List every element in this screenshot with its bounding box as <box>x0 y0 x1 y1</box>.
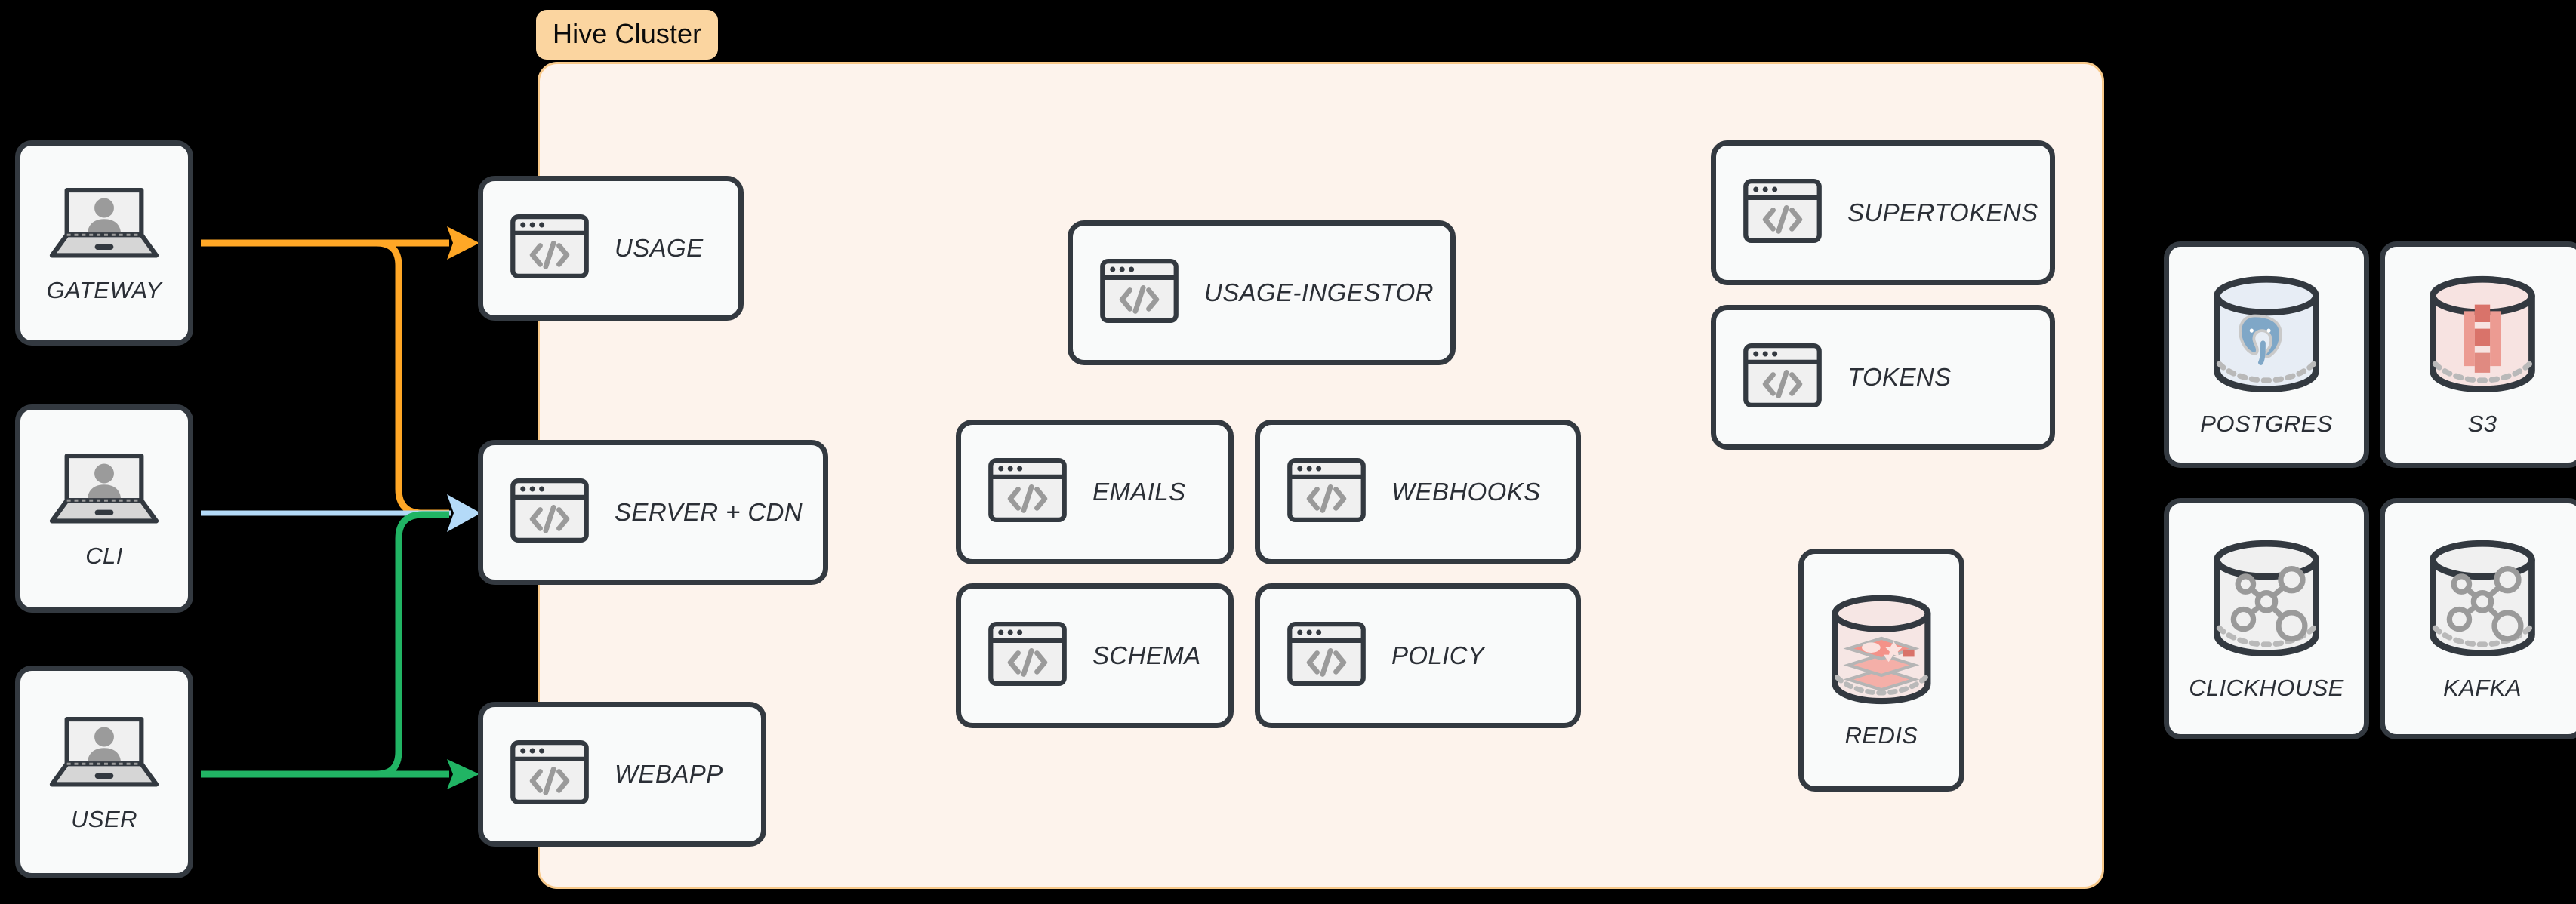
code-window-icon-svg <box>510 214 589 278</box>
datastore-postgres-label: POSTGRES <box>2200 410 2333 437</box>
code-window-icon-svg <box>510 478 589 543</box>
arrowhead-cli-server <box>447 494 481 532</box>
redis-stack-glyph <box>1843 636 1920 692</box>
network-graph-glyph <box>2230 566 2308 642</box>
cluster-service-emails-label: EMAILS <box>1092 478 1186 506</box>
client-cli-label: CLI <box>85 542 123 569</box>
datastore-kafka-label: KAFKA <box>2443 675 2522 701</box>
code-window-icon <box>1743 343 1822 411</box>
code-window-icon <box>510 478 589 546</box>
cluster-service-supertokens-label: SUPERTOKENS <box>1847 198 2038 226</box>
laptop-user-icon-svg <box>49 453 159 523</box>
code-window-icon <box>510 214 589 282</box>
generic-cylinder-icon <box>2206 536 2327 663</box>
client-gateway[interactable]: GATEWAY <box>15 140 193 346</box>
client-user-label: USER <box>71 805 137 832</box>
edge-service-usage[interactable]: USAGE <box>478 176 744 321</box>
datastore-s3-label: S3 <box>2467 410 2497 437</box>
cluster-service-emails[interactable]: EMAILS <box>956 420 1234 564</box>
postgres-cylinder-icon <box>2206 272 2327 398</box>
edge-service-server-cdn[interactable]: SERVER + CDN <box>478 440 828 585</box>
arrowhead-gateway-usage <box>447 226 479 260</box>
code-window-icon <box>988 458 1067 526</box>
code-window-icon <box>510 740 589 808</box>
code-window-icon <box>1100 259 1179 327</box>
datastore-clickhouse[interactable]: CLICKHOUSE <box>2164 498 2369 739</box>
code-window-icon-svg <box>1743 343 1822 407</box>
s3-cylinder-icon <box>2422 272 2543 398</box>
cluster-service-redis-label: REDIS <box>1844 722 1918 749</box>
cluster-service-schema[interactable]: SCHEMA <box>956 583 1234 728</box>
cluster-service-usage-ingestor-label: USAGE-INGESTOR <box>1204 278 1434 306</box>
postgres-elephant-glyph <box>2239 314 2282 365</box>
code-window-icon-svg <box>988 622 1067 686</box>
code-window-icon-svg <box>988 458 1067 522</box>
cluster-service-webhooks[interactable]: WEBHOOKS <box>1255 420 1581 564</box>
cluster-service-schema-label: SCHEMA <box>1092 641 1201 669</box>
datastore-clickhouse-label: CLICKHOUSE <box>2189 675 2344 701</box>
hive-cluster-tag-label: Hive Cluster <box>553 18 702 49</box>
cluster-service-usage-ingestor[interactable]: USAGE-INGESTOR <box>1068 220 1456 365</box>
edge-user-to-server <box>376 511 449 778</box>
code-window-icon <box>1287 622 1366 690</box>
cluster-service-policy-label: POLICY <box>1391 641 1485 669</box>
generic-cylinder-icon <box>2422 536 2543 663</box>
code-window-icon-svg <box>510 740 589 804</box>
code-window-icon <box>988 622 1067 690</box>
laptop-user-icon <box>48 448 160 530</box>
cluster-service-webhooks-label: WEBHOOKS <box>1391 478 1541 506</box>
cluster-service-tokens-label: TOKENS <box>1847 363 1952 391</box>
client-gateway-label: GATEWAY <box>46 276 162 303</box>
hive-cluster-tag: Hive Cluster <box>536 10 719 60</box>
edge-service-webapp[interactable]: WEBAPP <box>478 702 766 847</box>
s3-glyph <box>2464 304 2501 373</box>
code-window-icon <box>1743 179 1822 247</box>
code-window-icon-svg <box>1743 179 1822 243</box>
laptop-user-icon <box>48 183 160 265</box>
cluster-service-tokens[interactable]: TOKENS <box>1711 305 2055 450</box>
code-window-icon-svg <box>1287 622 1366 686</box>
edge-service-webapp-label: WEBAPP <box>615 760 723 788</box>
laptop-user-icon-svg <box>49 716 159 786</box>
laptop-user-icon-svg <box>49 187 159 257</box>
edge-service-server-cdn-label: SERVER + CDN <box>615 498 803 526</box>
network-graph-glyph <box>2446 566 2524 642</box>
cluster-service-redis[interactable]: REDIS <box>1798 549 1964 792</box>
datastore-kafka[interactable]: KAFKA <box>2380 498 2576 739</box>
code-window-icon-svg <box>1287 458 1366 522</box>
cluster-service-supertokens[interactable]: SUPERTOKENS <box>1711 140 2055 285</box>
edge-service-usage-label: USAGE <box>615 234 704 262</box>
code-window-icon <box>1287 458 1366 526</box>
code-window-icon-svg <box>1100 259 1179 323</box>
client-user[interactable]: USER <box>15 666 193 878</box>
cluster-service-policy[interactable]: POLICY <box>1255 583 1581 728</box>
laptop-user-icon <box>48 712 160 794</box>
datastore-postgres[interactable]: POSTGRES <box>2164 241 2369 468</box>
arrowhead-user-webapp <box>447 759 479 789</box>
client-cli[interactable]: CLI <box>15 404 193 613</box>
redis-cylinder-icon <box>1825 591 1938 710</box>
edge-gateway-to-server <box>376 239 449 517</box>
datastore-s3[interactable]: S3 <box>2380 241 2576 468</box>
